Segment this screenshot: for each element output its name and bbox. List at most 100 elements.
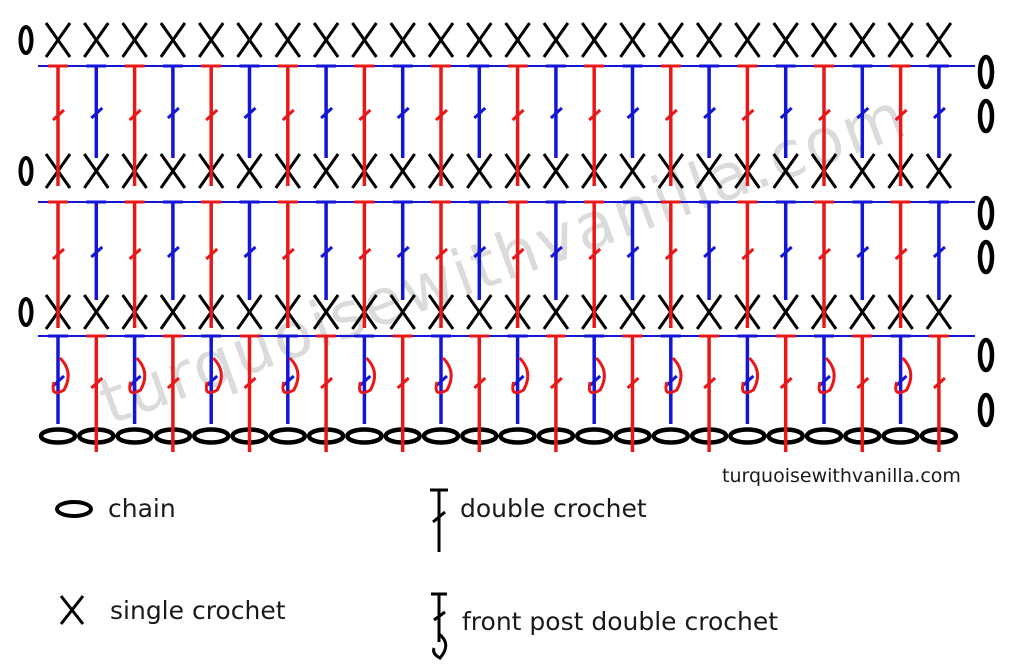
single-crochet-stitch — [772, 22, 799, 58]
fpdc-slash — [320, 376, 334, 390]
chain-stitch — [345, 427, 384, 445]
single-crochet-stitch — [542, 294, 570, 330]
single-crochet-stitch — [734, 22, 761, 58]
fpdc-slash — [205, 247, 219, 261]
fpdc-hook — [741, 356, 760, 395]
dc-slash — [90, 106, 104, 120]
chain-stitch — [498, 427, 537, 445]
dc-slash — [932, 106, 946, 120]
chain-stitch — [115, 427, 154, 445]
chain-stitch — [421, 427, 461, 445]
fpdc-slash — [396, 376, 410, 390]
legend-fpdc-label: front post double crochet — [462, 606, 779, 636]
single-crochet-stitch — [389, 22, 416, 58]
turning-chain — [977, 98, 995, 134]
chain-stitch — [881, 427, 920, 445]
single-crochet-stitch — [389, 153, 416, 189]
single-crochet-stitch — [772, 294, 799, 330]
fpdc-slash — [205, 108, 219, 122]
legend-chain: chain — [52, 494, 176, 523]
chain-stitch — [728, 427, 767, 445]
chain-oval-icon — [55, 499, 93, 518]
fpdc-slash — [511, 108, 525, 122]
single-crochet-stitch — [580, 22, 608, 58]
single-crochet-stitch — [619, 22, 646, 58]
fpdc-slash — [473, 376, 487, 390]
single-crochet-stitch — [159, 22, 187, 58]
fpdc-slash — [281, 247, 295, 261]
single-crochet-stitch — [159, 294, 187, 330]
single-crochet-stitch — [849, 294, 876, 330]
dc-slash — [396, 245, 410, 259]
single-crochet-stitch — [427, 22, 455, 58]
dc-slash — [166, 106, 180, 120]
fpdc-slash — [358, 247, 372, 261]
chain-stitch — [651, 427, 691, 445]
single-crochet-stitch — [83, 294, 110, 330]
x-icon — [59, 595, 85, 625]
chain-stitch — [191, 427, 231, 445]
dc-slash — [703, 106, 717, 120]
single-crochet-stitch — [887, 22, 914, 58]
single-crochet-stitch — [351, 22, 378, 58]
single-crochet-stitch — [695, 22, 723, 58]
single-crochet-stitch — [925, 153, 953, 189]
dc-slash — [932, 245, 946, 259]
fpdc-slash — [588, 108, 602, 122]
dc-slash — [626, 106, 640, 120]
single-crochet-stitch — [236, 22, 263, 58]
single-crochet-stitch — [925, 294, 953, 330]
fpdc-slash — [90, 376, 104, 390]
fpdc-slash — [549, 376, 563, 390]
dc-slash — [320, 245, 334, 259]
legend-fpdc: front post double crochet — [424, 590, 778, 662]
dc-slash — [90, 245, 104, 259]
legend-double-crochet-label: double crochet — [460, 493, 647, 523]
single-crochet-stitch — [695, 153, 723, 189]
front-post-dc-symbol-icon — [431, 592, 448, 660]
legend-double-crochet: double crochet — [422, 486, 647, 556]
dc-slash — [243, 245, 257, 259]
single-crochet-stitch — [619, 294, 646, 330]
chain-stitch — [268, 427, 308, 445]
dc-slash — [703, 245, 717, 259]
single-crochet-stitch — [121, 22, 148, 58]
dc-slash — [166, 245, 180, 259]
dc-slash — [626, 245, 640, 259]
dc-slash — [473, 245, 487, 259]
dc-slash — [779, 106, 793, 120]
single-crochet-stitch — [466, 22, 493, 58]
legend-single-crochet: single crochet — [58, 592, 286, 628]
fpdc-slash — [511, 247, 525, 261]
fpdc-hook — [434, 356, 453, 395]
dc-slash — [549, 106, 563, 120]
dc-slash — [320, 106, 334, 120]
single-crochet-stitch — [810, 22, 838, 58]
single-crochet-stitch — [44, 22, 72, 58]
fpdc-slash — [664, 108, 678, 122]
fpdc-hook — [281, 356, 300, 395]
legend-chain-label: chain — [108, 494, 176, 523]
fpdc-slash — [51, 247, 66, 261]
fpdc-hook — [587, 356, 606, 395]
fpdc-slash — [817, 247, 832, 261]
fpdc-slash — [358, 108, 372, 122]
single-crochet-stitch — [925, 22, 953, 58]
turning-chain — [977, 195, 995, 231]
fpdc-hook — [204, 356, 223, 395]
single-crochet-stitch — [159, 153, 187, 189]
fpdc-hook — [894, 356, 913, 395]
fpdc-hook — [511, 356, 530, 395]
turning-chain — [18, 297, 34, 327]
single-crochet-stitch — [236, 294, 263, 330]
single-crochet-stitch — [849, 153, 876, 189]
fpdc-slash — [703, 376, 717, 390]
fpdc-slash — [434, 247, 449, 261]
fpdc-slash — [128, 247, 142, 261]
single-crochet-stitch — [312, 22, 340, 58]
dc-slash — [856, 106, 870, 120]
single-crochet-stitch — [312, 153, 340, 189]
double-crochet-symbol-icon — [430, 488, 448, 552]
single-crochet-stitch — [274, 22, 302, 58]
